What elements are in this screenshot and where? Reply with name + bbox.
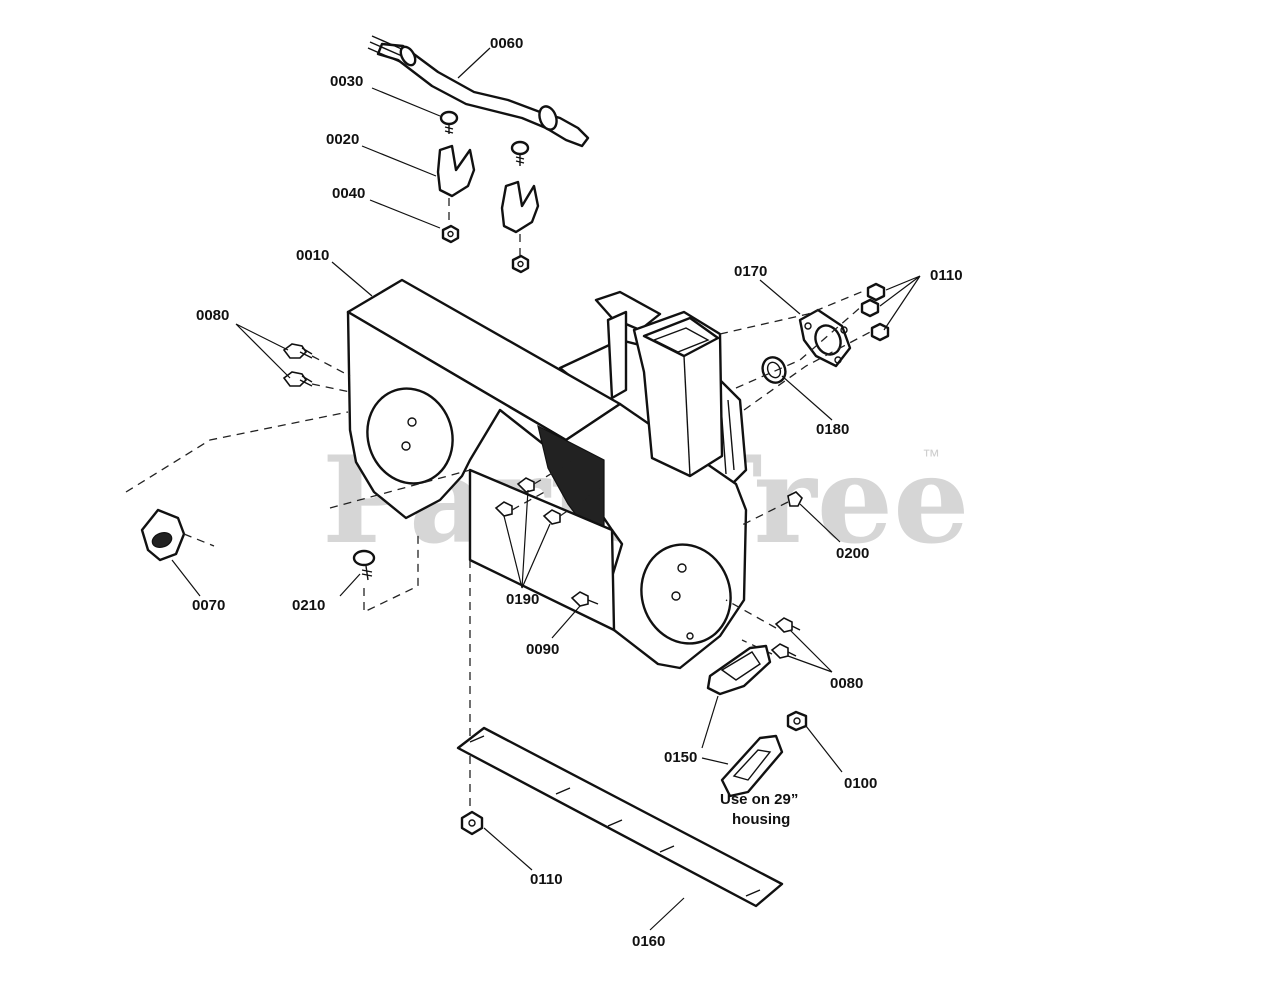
nut-0110-top-1[interactable] xyxy=(866,282,886,302)
note-line-2: housing xyxy=(732,811,790,828)
watermark-trademark: ™ xyxy=(922,446,940,466)
nut-0110-bottom[interactable] xyxy=(460,810,484,836)
shave-plate-0160[interactable] xyxy=(456,726,784,908)
callout-0070: 0070 xyxy=(192,597,225,614)
nut-0040-left[interactable] xyxy=(441,224,460,244)
bearing-plate-0150[interactable] xyxy=(706,644,772,696)
chute-base[interactable] xyxy=(594,290,724,478)
bolt-0080-right-2[interactable] xyxy=(770,643,797,659)
bolt-0190-1[interactable] xyxy=(516,477,535,493)
leader-lines xyxy=(171,47,921,931)
nut-0040-right[interactable] xyxy=(511,254,530,274)
callout-0020: 0020 xyxy=(326,131,359,148)
bolt-0080-right-1[interactable] xyxy=(774,617,801,633)
screw-0030-right[interactable] xyxy=(510,140,530,166)
bolt-0200[interactable] xyxy=(787,491,803,507)
callout-0080-right: 0080 xyxy=(830,675,863,692)
callout-0010: 0010 xyxy=(296,247,329,264)
callout-0180: 0180 xyxy=(816,421,849,438)
callout-0030: 0030 xyxy=(330,73,363,90)
nut-0110-top-2[interactable] xyxy=(860,298,880,318)
callout-0160: 0160 xyxy=(632,933,665,950)
callout-0190: 0190 xyxy=(506,591,539,608)
chute-crank-rod[interactable] xyxy=(367,35,590,148)
bearing-0180[interactable] xyxy=(759,354,790,387)
bolt-0090[interactable] xyxy=(570,591,599,607)
callout-0110-bottom: 0110 xyxy=(530,871,563,888)
bolt-0080-left-2[interactable] xyxy=(282,371,313,387)
skid-shoe-0070[interactable] xyxy=(140,508,186,562)
clip-0020-right[interactable] xyxy=(500,180,540,234)
nut-0110-top-3[interactable] xyxy=(870,322,890,342)
screw-0030-left[interactable] xyxy=(439,110,459,134)
callout-0170: 0170 xyxy=(734,263,767,280)
bolt-0080-left-1[interactable] xyxy=(282,343,313,359)
callout-0110-top: 0110 xyxy=(930,267,963,284)
nut-0100[interactable] xyxy=(786,710,808,732)
bolt-0190-3[interactable] xyxy=(542,509,561,525)
callout-0210: 0210 xyxy=(292,597,325,614)
carriage-bolt-0210[interactable] xyxy=(352,549,376,581)
callout-0090: 0090 xyxy=(526,641,559,658)
bearing-plate-29-housing[interactable] xyxy=(720,734,784,798)
callout-0060: 0060 xyxy=(490,35,523,52)
clip-0020-left[interactable] xyxy=(436,144,476,198)
note-line-1: Use on 29” xyxy=(720,791,798,808)
callout-0150: 0150 xyxy=(664,749,697,766)
callout-0200: 0200 xyxy=(836,545,869,562)
callout-0100: 0100 xyxy=(844,775,877,792)
callout-0040: 0040 xyxy=(332,185,365,202)
callout-0080-left: 0080 xyxy=(196,307,229,324)
